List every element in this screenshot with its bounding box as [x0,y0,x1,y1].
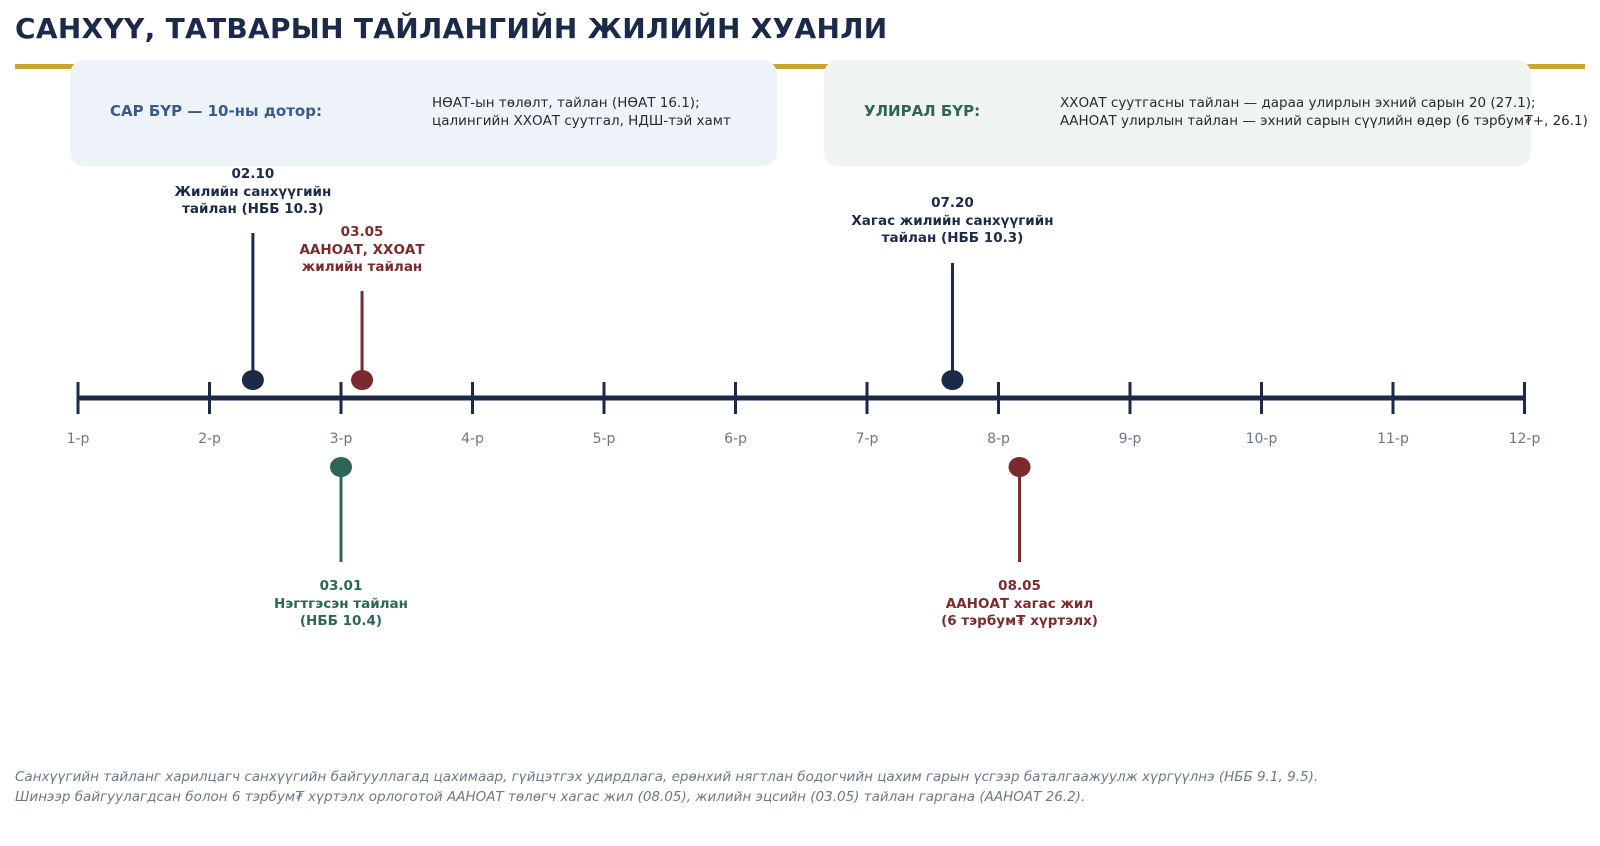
page-title: САНХҮҮ, ТАТВАРЫН ТАЙЛАНГИЙН ЖИЛИЙН ХУАНЛ… [15,12,888,45]
footnote-line-2: Шинээр байгуулагдсан болон 6 тэрбум₮ хүр… [15,789,1086,805]
event-date: 03.01 [319,578,363,594]
event-date: 02.10 [231,166,275,182]
event-date: 03.05 [340,224,384,240]
event-date: 08.05 [998,578,1041,594]
event-description: тайлан (НББ 10.3) [182,201,324,217]
event-marker [241,370,264,390]
month-label: 7-р [855,431,879,447]
month-label: 9-р [1118,431,1142,447]
event-description: Хагас жилийн санхүүгийн [851,212,1054,229]
event-date: 07.20 [931,195,974,211]
title-underline [15,64,1585,69]
quarterly-panel-line-2: ААНОАТ улирлын тайлан — эхний сарын сүүл… [1060,113,1588,129]
event-description: ААНОАТ хагас жил [945,595,1094,612]
quarterly-panel-line-1: ХХОАТ суутгасны тайлан — дараа улирлын э… [1060,95,1536,111]
footnote-line-1: Санхүүгийн тайланг харилцагч санхүүгийн … [15,769,1319,785]
month-label: 12-р [1508,431,1541,447]
month-label: 1-р [66,431,90,447]
month-label: 11-р [1377,431,1409,447]
event-description: тайлан (НББ 10.3) [881,230,1024,246]
event-description: Нэгтгэсэн тайлан [274,595,408,612]
quarterly-panel-label: УЛИРАЛ БҮР: [864,102,981,120]
month-label: 4-р [461,431,484,447]
monthly-panel-text: НӨАТ-ын төлөлт, тайлан (НӨАТ 16.1); цали… [432,94,731,130]
event-description: (6 тэрбум₮ хүртэлх) [941,613,1098,629]
month-label: 10-р [1245,431,1278,447]
event-marker [351,370,374,390]
event-marker [330,457,352,477]
event-description: Жилийн санхүүгийн [174,183,332,200]
event-description: жилийн тайлан [301,259,423,275]
month-label: 3-р [329,431,353,447]
monthly-deadline-panel: САР БҮР — 10-ны дотор: НӨАТ-ын төлөлт, т… [70,60,777,166]
month-label: 2-р [198,431,221,447]
monthly-panel-line-2: цалингийн ХХОАТ суутгал, НДШ-тэй хамт [432,113,731,129]
quarterly-panel-text: ХХОАТ суутгасны тайлан — дараа улирлын э… [1060,94,1588,130]
event-marker [1008,457,1031,477]
quarterly-deadline-panel: УЛИРАЛ БҮР: ХХОАТ суутгасны тайлан — дар… [824,60,1588,166]
month-label: 6-р [724,431,747,447]
monthly-panel-label: САР БҮР — 10-ны дотор: [110,102,322,120]
event-description: (НББ 10.4) [299,613,383,629]
monthly-panel-line-1: НӨАТ-ын төлөлт, тайлан (НӨАТ 16.1); [432,95,700,111]
month-label: 5-р [592,431,616,447]
month-label: 8-р [987,431,1010,447]
event-marker [941,370,964,390]
event-description: ААНОАТ, ХХОАТ [299,241,425,258]
